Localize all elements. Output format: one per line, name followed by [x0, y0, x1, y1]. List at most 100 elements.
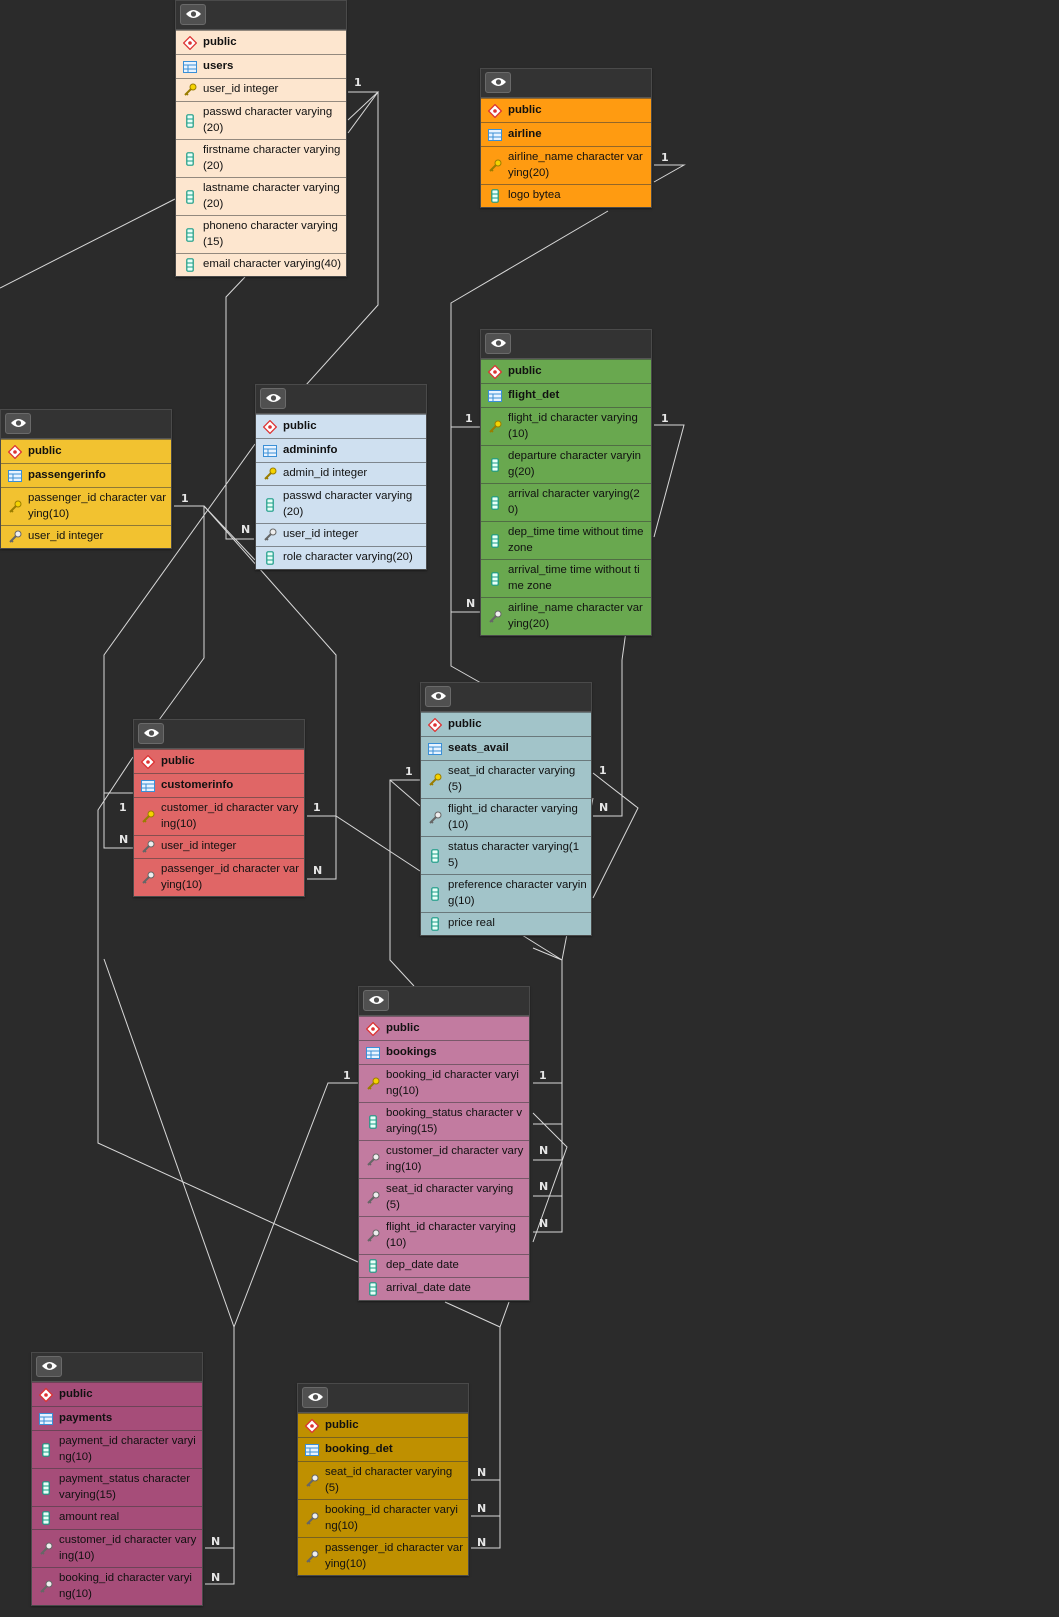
- eye-icon[interactable]: [180, 4, 206, 25]
- schema-icon: [365, 1021, 381, 1037]
- eye-icon[interactable]: [36, 1356, 62, 1377]
- schema-name: public: [203, 35, 237, 48]
- column-row[interactable]: departure character varying(20): [481, 445, 651, 483]
- eye-icon[interactable]: [138, 723, 164, 744]
- schema-name: public: [508, 364, 542, 377]
- column-row[interactable]: booking_id character varying(10): [298, 1499, 468, 1537]
- eye-icon[interactable]: [302, 1387, 328, 1408]
- column-label: user_id integer: [203, 83, 279, 96]
- eye-icon[interactable]: [425, 686, 451, 707]
- column-row[interactable]: email character varying(40): [176, 253, 346, 276]
- column-row[interactable]: dep_time time without time zone: [481, 521, 651, 559]
- column-row[interactable]: preference character varying(10): [421, 874, 591, 912]
- schema-row: public: [481, 359, 651, 383]
- column-row[interactable]: customer_id character varying(10): [134, 797, 304, 835]
- eye-icon[interactable]: [260, 388, 286, 409]
- eye-icon[interactable]: [485, 72, 511, 93]
- column-row[interactable]: passenger_id character varying(10): [298, 1537, 468, 1575]
- table-icon: [7, 468, 23, 484]
- column-label: arrival_time time without time zone: [508, 564, 640, 592]
- table-name: booking_det: [325, 1442, 393, 1455]
- column-row[interactable]: seat_id character varying (5): [421, 760, 591, 798]
- column-row[interactable]: user_id integer: [256, 523, 426, 546]
- column-row[interactable]: price real: [421, 912, 591, 935]
- column-row[interactable]: passenger_id character varying(10): [134, 858, 304, 896]
- table-name: admininfo: [283, 443, 338, 456]
- column-label: flight_id character varying (10): [448, 803, 578, 831]
- column-icon: [365, 1281, 381, 1297]
- column-row[interactable]: status character varying(15): [421, 836, 591, 874]
- relationship-line: [389, 779, 420, 987]
- column-row[interactable]: arrival_date date: [359, 1277, 529, 1300]
- pk-key-icon: [487, 419, 503, 435]
- column-row[interactable]: customer_id character varying(10): [359, 1140, 529, 1178]
- column-row[interactable]: passwd character varying(20): [176, 101, 346, 139]
- column-row[interactable]: airline_name character varying(20): [481, 597, 651, 635]
- cardinality-label: N: [211, 1571, 221, 1584]
- column-icon: [365, 1114, 381, 1130]
- pk-key-icon: [182, 82, 198, 98]
- column-row[interactable]: seat_id character varying (5): [359, 1178, 529, 1216]
- column-icon: [182, 227, 198, 243]
- column-row[interactable]: payment_id character varying(10): [32, 1430, 202, 1468]
- column-row[interactable]: phoneno character varying (15): [176, 215, 346, 253]
- column-label: price real: [448, 917, 495, 930]
- column-row[interactable]: dep_date date: [359, 1254, 529, 1277]
- column-row[interactable]: flight_id character varying (10): [359, 1216, 529, 1254]
- column-icon: [262, 550, 278, 566]
- column-label: booking_status character varying(15): [386, 1107, 523, 1135]
- schema-row: public: [176, 30, 346, 54]
- column-row[interactable]: passenger_id character varying(10): [1, 487, 171, 525]
- cardinality-label: N: [477, 1502, 487, 1515]
- column-row[interactable]: airline_name character varying(20): [481, 146, 651, 184]
- column-row[interactable]: role character varying(20): [256, 546, 426, 569]
- column-label: departure character varying(20): [508, 450, 641, 478]
- schema-name: public: [386, 1021, 420, 1034]
- cardinality-label: 1: [343, 1069, 351, 1082]
- table-header: [1, 410, 171, 439]
- column-row[interactable]: amount real: [32, 1506, 202, 1529]
- schema-name: public: [448, 717, 482, 730]
- column-row[interactable]: payment_status character varying(15): [32, 1468, 202, 1506]
- column-row[interactable]: firstname character varying (20): [176, 139, 346, 177]
- eye-icon[interactable]: [5, 413, 31, 434]
- column-row[interactable]: user_id integer: [176, 78, 346, 101]
- column-row[interactable]: arrival_time time without time zone: [481, 559, 651, 597]
- cardinality-label: N: [313, 864, 323, 877]
- column-row[interactable]: lastname character varying (20): [176, 177, 346, 215]
- eye-icon[interactable]: [485, 333, 511, 354]
- table-name: users: [203, 59, 234, 72]
- column-row[interactable]: admin_id integer: [256, 462, 426, 485]
- cardinality-label: N: [477, 1466, 487, 1479]
- column-icon: [427, 916, 443, 932]
- column-row[interactable]: flight_id character varying (10): [421, 798, 591, 836]
- column-row[interactable]: flight_id character varying (10): [481, 407, 651, 445]
- table-name: customerinfo: [161, 778, 234, 791]
- schema-icon: [262, 419, 278, 435]
- column-row[interactable]: booking_id character varying(10): [359, 1064, 529, 1102]
- column-row[interactable]: booking_id character varying(10): [32, 1567, 202, 1605]
- table-users[interactable]: public users user_id integer passwd charact…: [175, 0, 347, 277]
- column-row[interactable]: passwd character varying(20): [256, 485, 426, 523]
- column-row[interactable]: user_id integer: [134, 835, 304, 858]
- eye-icon[interactable]: [363, 990, 389, 1011]
- column-label: payment_id character varying(10): [59, 1435, 196, 1463]
- column-row[interactable]: logo bytea: [481, 184, 651, 207]
- table-header: [32, 1353, 202, 1382]
- column-row[interactable]: user_id integer: [1, 525, 171, 548]
- column-row[interactable]: customer_id character varying(10): [32, 1529, 202, 1567]
- column-icon: [487, 457, 503, 473]
- column-row[interactable]: seat_id character varying (5): [298, 1461, 468, 1499]
- column-row[interactable]: booking_status character varying(15): [359, 1102, 529, 1140]
- column-label: seat_id character varying (5): [448, 765, 576, 793]
- column-row[interactable]: arrival character varying(20): [481, 483, 651, 521]
